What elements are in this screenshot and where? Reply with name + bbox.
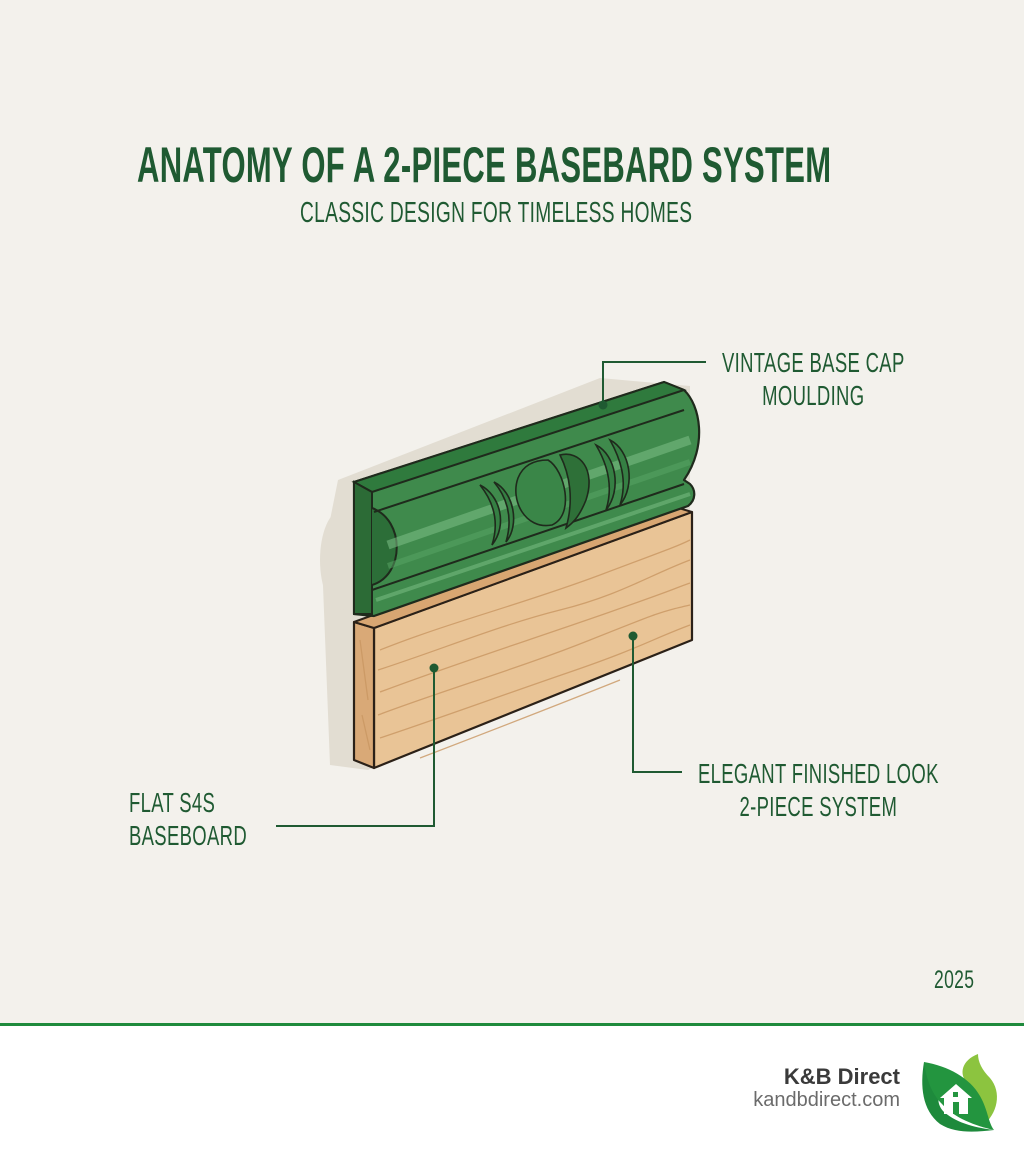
- brand-name: K&B Direct: [783, 1064, 900, 1089]
- baseboard-illustration: [276, 361, 706, 827]
- footer: [0, 1026, 1024, 1154]
- footer-divider: [0, 1023, 1024, 1026]
- page-title: ANATOMY OF A 2-PIECE BASEBARD SYSTEM: [137, 137, 832, 193]
- flat-s4s-baseboard: [352, 505, 694, 770]
- callout-base-cap-line2: MOULDING: [762, 380, 865, 411]
- callout-finished-look-line2: 2-PIECE SYSTEM: [739, 791, 898, 822]
- callout-base-cap-label: VINTAGE BASE CAP MOULDING: [722, 346, 905, 412]
- callout-baseboard-label: FLAT S4S BASEBOARD: [129, 786, 247, 852]
- vintage-base-cap-moulding: [351, 380, 701, 618]
- page-subtitle: CLASSIC DESIGN FOR TIMELESS HOMES: [300, 197, 693, 229]
- callout-baseboard-line2: BASEBOARD: [129, 820, 247, 851]
- callout-baseboard-line1: FLAT S4S: [129, 787, 216, 818]
- callout-finished-look-label: ELEGANT FINISHED LOOK 2-PIECE SYSTEM: [698, 757, 939, 823]
- brand-url[interactable]: kandbdirect.com: [753, 1089, 900, 1111]
- year-label: 2025: [934, 966, 975, 994]
- leaf-house-logo-icon: [922, 1054, 997, 1132]
- callout-base-cap-line1: VINTAGE BASE CAP: [722, 347, 905, 378]
- infographic-canvas: ANATOMY OF A 2-PIECE BASEBARD SYSTEM CLA…: [0, 0, 1024, 1024]
- callout-finished-look-line1: ELEGANT FINISHED LOOK: [698, 758, 939, 789]
